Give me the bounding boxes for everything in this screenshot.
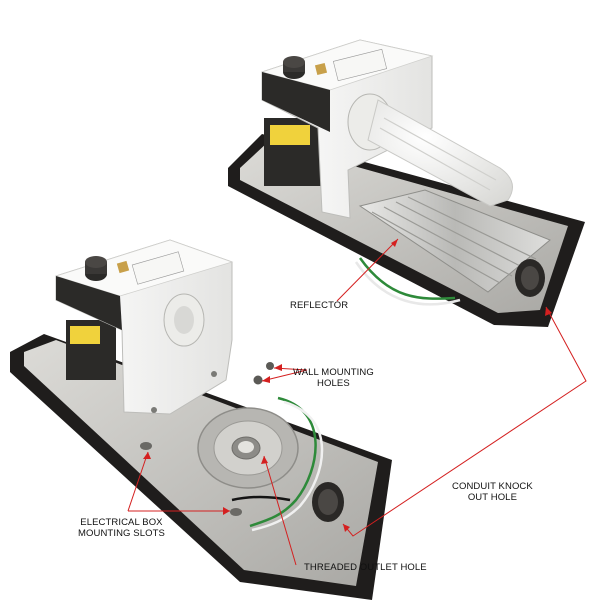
threaded-outlet-text: THREADED OUTLET HOLE <box>304 562 427 573</box>
cfl-lamp <box>367 99 513 207</box>
electrical-box-slot <box>230 508 242 516</box>
callout-slot-1 <box>127 451 149 512</box>
fixture-with-lamp <box>228 39 585 327</box>
threaded-outlet-hole-label: THREADED OUTLET HOLE <box>304 562 427 573</box>
electrical-box-slots-label: ELECTRICAL BOX MOUNTING SLOTS <box>78 517 165 539</box>
reflector-label-text: REFLECTOR <box>290 300 349 311</box>
callout-reflector <box>336 238 399 302</box>
electrical-box-line1: ELECTRICAL BOX <box>80 517 163 528</box>
wall-mounting-line1: WALL MOUNTING <box>293 367 374 378</box>
conduit-knockout-label: CONDUIT KNOCK OUT HOLE <box>452 481 533 503</box>
electrical-box-slot <box>140 442 152 450</box>
reflector <box>358 189 551 293</box>
reflector-label: REFLECTOR <box>290 300 348 311</box>
wall-mounting-holes-label: WALL MOUNTING HOLES <box>293 367 374 389</box>
callout-threaded-outlet <box>263 455 297 566</box>
conduit-line2: OUT HOLE <box>467 492 518 503</box>
conduit-line1: CONDUIT KNOCK <box>452 481 533 492</box>
wall-mounting-hole <box>253 375 263 385</box>
fixture-open-housing <box>10 239 392 600</box>
wall-mounting-hole <box>266 362 274 370</box>
callout-arrowheads <box>143 239 552 532</box>
callout-conduit <box>342 306 587 537</box>
electrical-box-line2: MOUNTING SLOTS <box>78 528 165 539</box>
wall-mounting-line2: HOLES <box>317 378 350 389</box>
callout-lines <box>127 238 587 566</box>
